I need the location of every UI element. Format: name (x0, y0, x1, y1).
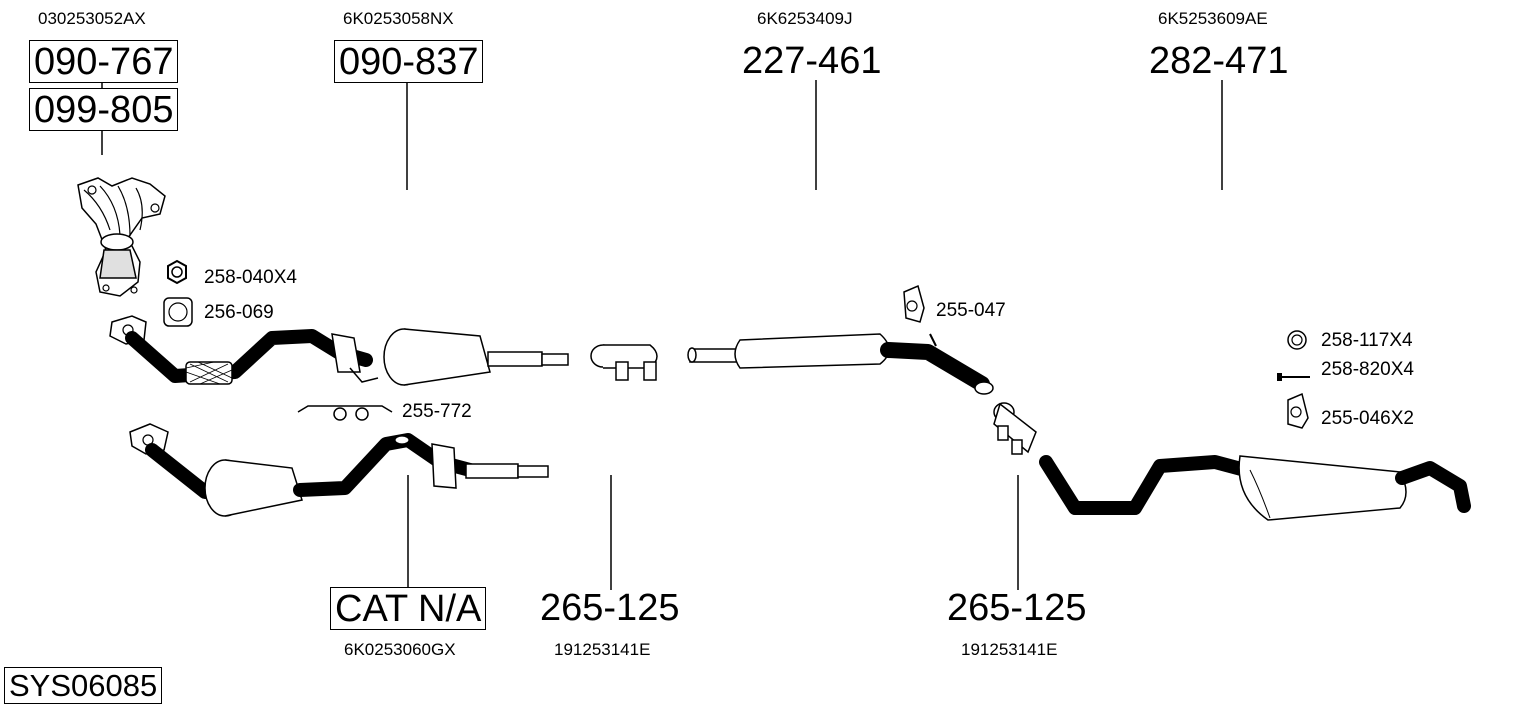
ring-icon (1287, 330, 1307, 350)
part-number-centre-silencer[interactable]: 227-461 (742, 40, 882, 82)
nut-icon (167, 259, 187, 285)
fitting-label-bracket[interactable]: 255-772 (402, 401, 472, 422)
oem-number-catalyst: 6K0253060GX (344, 640, 456, 659)
fitting-label-gasket[interactable]: 256-069 (204, 302, 274, 323)
part-number-manifold-alt[interactable]: 099-805 (29, 88, 179, 131)
oem-number-centre-silencer: 6K6253409J (757, 9, 853, 28)
gasket-icon (163, 297, 193, 327)
oem-number-manifold: 030253052AX (38, 9, 146, 28)
part-number-clamp-2[interactable]: 265-125 (947, 587, 1087, 629)
oem-number-front-pipe: 6K0253058NX (343, 9, 454, 28)
oem-number-rear-silencer: 6K5253609AE (1158, 9, 1268, 28)
fitting-label-mount-rear[interactable]: 255-046X2 (1321, 408, 1414, 429)
manifold-icon (77, 177, 166, 297)
clamp-icon-1 (590, 344, 658, 381)
fitting-label-nut[interactable]: 258-040X4 (204, 267, 297, 288)
clamp-icon-2 (993, 402, 1037, 455)
mount-icon-mid (903, 284, 925, 323)
bracket-icon (297, 405, 393, 421)
part-number-catalyst[interactable]: CAT N/A (330, 587, 487, 630)
part-number-rear-silencer[interactable]: 282-471 (1149, 40, 1289, 82)
front-pipe-icon (109, 315, 569, 386)
rear-silencer-icon (1039, 455, 1471, 521)
part-number-manifold[interactable]: 090-767 (29, 40, 179, 83)
oem-number-clamp-2: 191253141E (961, 640, 1058, 659)
system-id-label: SYS06085 (4, 667, 163, 704)
bolt-icon (1277, 373, 1310, 381)
fitting-label-mount-mid[interactable]: 255-047 (936, 300, 1006, 321)
part-number-clamp-1[interactable]: 265-125 (540, 587, 680, 629)
part-number-front-pipe[interactable]: 090-837 (334, 40, 484, 83)
fitting-label-bolt[interactable]: 258-820X4 (1321, 359, 1414, 380)
front-pipe-cat-icon (129, 423, 549, 517)
centre-silencer-icon (687, 333, 994, 395)
fitting-label-ring[interactable]: 258-117X4 (1321, 330, 1413, 351)
mount-icon-rear (1287, 392, 1309, 429)
leader-lines (101, 80, 1223, 590)
oem-number-clamp-1: 191253141E (554, 640, 651, 659)
